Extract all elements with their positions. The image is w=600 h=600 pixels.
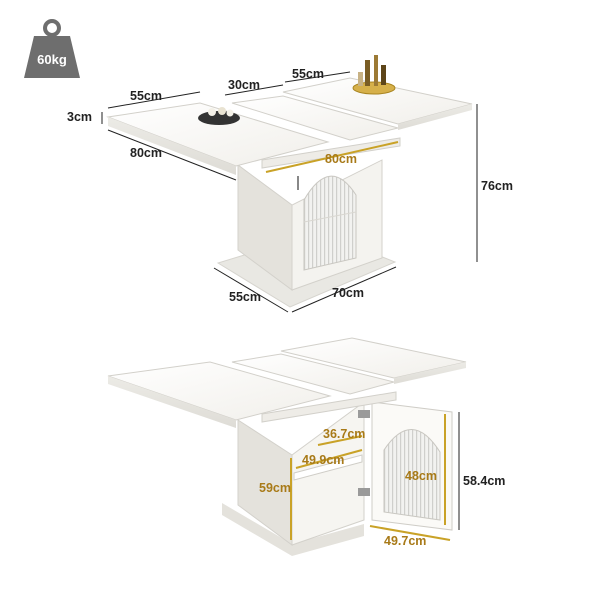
label-overall-height: 58.4cm (463, 474, 506, 488)
label-base-depth: 55cm (229, 290, 261, 304)
dim-line-inner-width (265, 141, 399, 173)
dim-line-shelf-width (295, 449, 363, 469)
weight-label: 60kg (37, 52, 67, 67)
label-top-width: 80cm (130, 146, 162, 160)
dim-line-base-width (291, 266, 397, 313)
label-middle-leaf: 30cm (228, 78, 260, 92)
label-right-leaf: 55cm (292, 67, 324, 81)
label-cabinet-height: 59cm (259, 481, 291, 495)
label-height: 76cm (481, 179, 513, 193)
dim-line-top-depth (107, 91, 201, 109)
label-shelf-width: 49.9cm (302, 453, 345, 467)
bottom-table (107, 337, 467, 556)
label-door-width: 49.7cm (384, 534, 427, 548)
weight-icon (24, 19, 80, 78)
label-top-depth: 55cm (130, 89, 162, 103)
dim-line-middle-leaf (224, 84, 284, 96)
label-base-width: 70cm (332, 286, 364, 300)
bottom-dimension-lines (290, 414, 451, 541)
weight-badge: 60kg (22, 18, 82, 80)
dim-line-right-leaf (284, 71, 351, 83)
dim-line-top-width (107, 129, 237, 181)
dim-line-door-width (369, 525, 451, 541)
dim-line-shelf-depth (317, 435, 363, 446)
label-door-height: 48cm (405, 469, 437, 483)
top-table (106, 55, 473, 308)
label-thickness: 3cm (67, 110, 93, 124)
dim-line-base-depth (213, 267, 289, 313)
label-shelf-depth: 36.7cm (323, 427, 366, 441)
top-dimension-lines (101, 71, 478, 313)
label-inner-width: 80cm (325, 152, 357, 166)
